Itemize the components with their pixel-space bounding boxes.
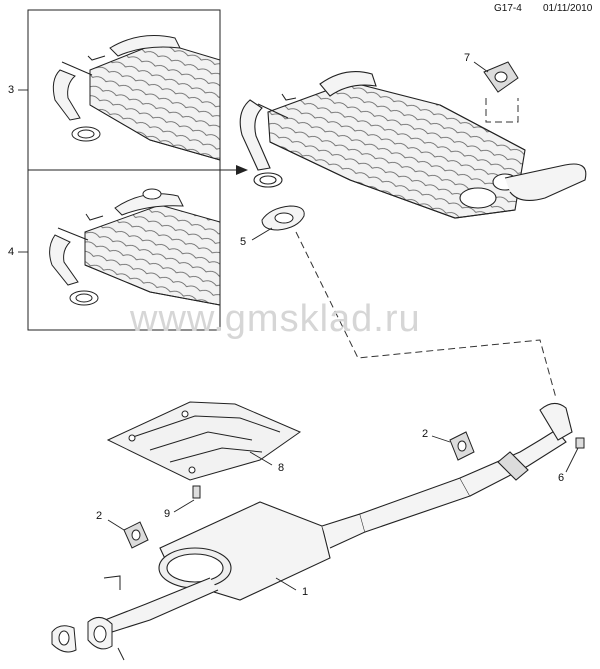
- callout-4: 4: [8, 246, 15, 258]
- callout-3: 3: [8, 84, 15, 96]
- front-flange: [51, 575, 125, 661]
- rubber-hanger-7: [483, 61, 519, 93]
- callout-2a: 2: [96, 510, 103, 522]
- callout-6: 6: [558, 472, 565, 484]
- bolt-9: [192, 485, 201, 499]
- callout-2b: 2: [422, 428, 429, 440]
- callout-9: 9: [164, 508, 171, 520]
- inset-3-muffler: [52, 35, 221, 161]
- callout-5: 5: [240, 236, 247, 248]
- watermark: www.gmsklad.ru: [130, 298, 421, 340]
- gasket-5: [261, 205, 305, 231]
- inset-pointer-arrow: [220, 165, 248, 175]
- rear-muffler: [239, 71, 587, 219]
- assembly-guide-lines: [295, 98, 557, 399]
- callout-8: 8: [278, 462, 285, 474]
- callout-1: 1: [302, 586, 309, 598]
- nut-6: [575, 437, 585, 449]
- callout-7: 7: [464, 52, 471, 64]
- sheet-date: 01/11/2010: [543, 3, 593, 14]
- leader-lines: [18, 61, 579, 591]
- center-muffler-1: [104, 402, 573, 633]
- rubber-hanger-2a: [123, 521, 149, 549]
- sheet-code: G17-4: [494, 3, 522, 14]
- rubber-hanger-2b: [449, 431, 475, 461]
- heat-shield-8: [106, 401, 302, 481]
- inset-4-muffler: [49, 188, 221, 306]
